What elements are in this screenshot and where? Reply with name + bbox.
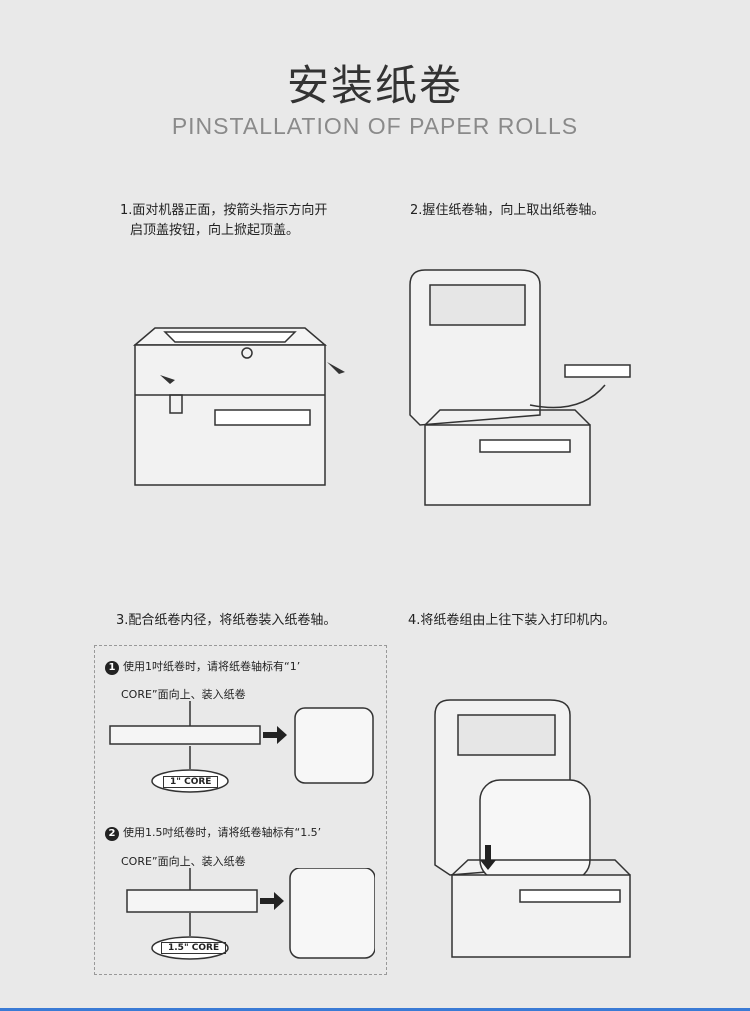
printer-closed-illustration [132,327,345,486]
bottom-accent-bar [0,1008,750,1011]
step-number-badge: 2 [105,827,119,841]
core-note-2-line1: 使用1.5吋纸卷时，请将纸卷轴标有“1.5’ [123,826,322,839]
step-4-text: 4.将纸卷组由上往下装入打印机内。 [408,613,616,628]
core-note-1-line2: CORE”面向上、装入纸卷 [121,688,246,701]
step-1-line2: 启顶盖按钮，向上掀起顶盖。 [130,223,300,238]
spindle-1-5-inch-illustration [126,868,375,960]
printer-load-roll-illustration [434,699,631,958]
step-number-badge: 1 [105,661,119,675]
step-1-line1: 1.面对机器正面，按箭头指示方向开 [120,203,328,218]
core-selection-panel: 1 使用1吋纸卷时，请将纸卷轴标有“1’ CORE”面向上、装入纸卷 1" COR… [94,645,387,975]
step-2-text: 2.握住纸卷轴，向上取出纸卷轴。 [410,203,605,218]
step-1-text: 1.面对机器正面，按箭头指示方向开 启顶盖按钮，向上掀起顶盖。 [120,201,327,241]
spindle-1-inch-illustration [109,701,374,793]
page-title: 安装纸卷 [286,61,463,110]
printer-open-remove-spindle-illustration [409,269,631,506]
core-note-1: 1 使用1吋纸卷时，请将纸卷轴标有“1’ [105,658,300,675]
step-3-text: 3.配合纸卷内径，将纸卷装入纸卷轴。 [116,613,337,628]
core-note-2: 2 使用1.5吋纸卷时，请将纸卷轴标有“1.5’ [105,824,321,841]
core-label-1: 1" CORE [163,776,219,788]
core-note-1-line1: 使用1吋纸卷时，请将纸卷轴标有“1’ [123,660,301,673]
core-label-2: 1.5" CORE [161,942,227,954]
core-note-2-line2: CORE”面向上、装入纸卷 [121,855,246,868]
page-subtitle: PINSTALLATION OF PAPER ROLLS [171,113,579,139]
